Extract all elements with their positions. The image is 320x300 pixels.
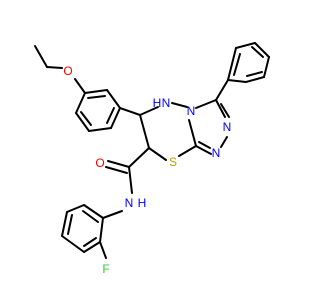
bond-ph-b <box>245 76 265 83</box>
atom-sulfur: S <box>169 155 177 169</box>
bonds <box>34 42 270 259</box>
bond-ph-b2 <box>246 71 263 77</box>
atom-ring-nitrogen: N <box>162 96 171 110</box>
bond-c3-n2 <box>215 99 226 118</box>
atom-amide-nitrogen-h: H <box>138 196 147 210</box>
bond-ar1-c <box>110 107 121 129</box>
bond-ar1-c6 <box>119 107 141 116</box>
bond-ethyl-o <box>46 66 63 69</box>
bond-c8a-s <box>178 145 197 157</box>
bond-n1-c8a <box>195 145 212 155</box>
bond-ar2-c2 <box>67 214 73 235</box>
atom-labels: O H N N N N S O N H F <box>63 64 231 276</box>
bond-ph-c <box>263 56 270 78</box>
bond-ar2-d <box>61 235 85 253</box>
bond-ar1-c2 <box>106 107 115 124</box>
bond-co-o <box>107 160 130 168</box>
atom-triazole-nitrogen-2: N <box>223 120 232 134</box>
bond-c3-ph <box>215 79 229 101</box>
bond-ar2-a <box>83 204 104 219</box>
bond-ph-d <box>254 42 270 58</box>
bond-co-n <box>128 166 133 194</box>
bond-c3-n2-dbl <box>220 103 230 118</box>
atom-triazole-nitrogen-1: N <box>212 146 221 160</box>
bond-c6-nh <box>139 106 159 116</box>
chemical-structure: O H N N N N S O N H F <box>34 42 270 276</box>
bond-ar1-a <box>84 89 108 94</box>
bond-nfused-c8a <box>188 119 197 147</box>
atom-carbonyl-oxygen: O <box>95 156 104 170</box>
bond-ar1-e2 <box>80 111 92 126</box>
bond-ph-e <box>235 42 256 49</box>
bond-ar1-b <box>106 89 121 109</box>
bond-c7-co <box>128 147 150 168</box>
bond-ar1-e <box>75 112 90 132</box>
atom-fluorine: F <box>102 262 109 276</box>
bond-ar2-e2 <box>83 237 97 247</box>
bond-ar2-e <box>83 241 101 253</box>
bond-c7-c6 <box>139 114 150 149</box>
bond-ar1-d <box>88 127 112 132</box>
bond-ar2-f <box>99 217 104 243</box>
bond-ph-f <box>227 47 237 81</box>
bond-ethyl <box>34 45 48 68</box>
bond-s-c7 <box>148 147 167 161</box>
bond-ph-f2 <box>233 53 241 76</box>
bond-co-o-dbl <box>105 166 128 174</box>
atom-amide-nitrogen: N <box>125 196 134 210</box>
bond-ar1-f <box>75 92 86 114</box>
bond-ar2-b <box>66 204 85 213</box>
bond-ar2-cf <box>99 241 107 259</box>
bond-ar2-c <box>61 211 68 237</box>
atom-fused-nitrogen: N <box>187 104 196 118</box>
atom-ring-nitrogen-h: H <box>153 96 162 110</box>
bond-nh-nfused <box>171 102 188 108</box>
bond-ar2-a2 <box>82 210 99 223</box>
bond-n2-n1 <box>220 136 228 148</box>
bond-n1-c8a-dbl <box>198 141 211 149</box>
bond-nfused-c3 <box>195 99 217 109</box>
atom-ether-oxygen: O <box>63 64 72 78</box>
bond-ph-a <box>227 79 247 83</box>
bond-ar1-a2 <box>87 95 106 99</box>
bond-o-aryl <box>74 78 86 94</box>
bond-ph-d2 <box>251 46 264 58</box>
bond-n-ar <box>102 210 123 219</box>
